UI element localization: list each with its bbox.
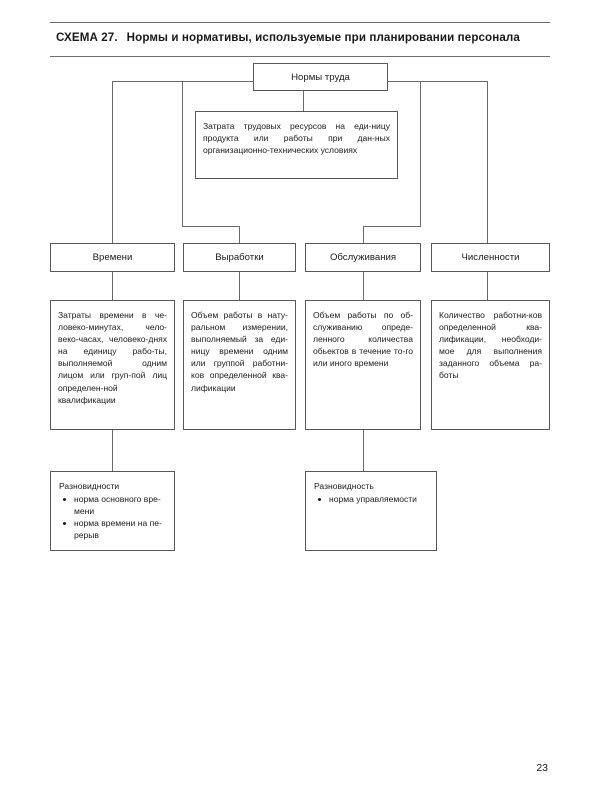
connector-category-to-detail-col1 — [112, 272, 113, 300]
node-category-vyrabotki: Выработки — [183, 243, 296, 272]
node-variants-list: норма основного вре-мени норма времени н… — [59, 493, 167, 541]
page-title-text: Нормы и нормативы, используемые при план… — [126, 31, 520, 44]
node-detail-chislennosti: Количество работни-ков определенной ква-… — [431, 300, 550, 430]
node-category-vremeni: Времени — [50, 243, 175, 272]
node-detail-text: Затраты времени в че-ловеко-минутах, чел… — [58, 310, 167, 405]
node-variants-list: норма управляемости — [314, 493, 429, 505]
connector-drop-col2-upper — [182, 81, 183, 227]
connector-drop-col3-upper — [420, 81, 421, 227]
connector-category-to-detail-col2 — [239, 272, 240, 300]
connector-drop-col3-lower — [363, 226, 364, 243]
list-item: норма основного вре-мени — [59, 493, 167, 517]
node-category-label: Выработки — [215, 252, 264, 263]
title-rule-bottom — [50, 56, 550, 57]
node-root-label: Нормы труда — [291, 71, 350, 83]
connector-drop-col4 — [487, 81, 488, 243]
connector-bus-right — [387, 81, 488, 82]
node-variants-obsluzhivaniya: Разновидность норма управляемости — [305, 471, 437, 551]
page-number: 23 — [536, 762, 548, 774]
connector-category-to-detail-col4 — [487, 272, 488, 300]
connector-root-to-definition — [303, 91, 304, 111]
node-detail-text: Объем работы по об-служиванию опреде-лен… — [313, 310, 413, 369]
node-variants-heading: Разновидности — [59, 481, 120, 491]
connector-drop-col2-lower — [239, 226, 240, 243]
node-category-label: Обслуживания — [329, 252, 397, 263]
connector-category-to-detail-col3 — [363, 272, 364, 300]
node-definition: Затрата трудовых ресурсов на еди-ницу пр… — [195, 111, 398, 179]
node-detail-text: Количество работни-ков определенной ква-… — [439, 310, 542, 381]
node-detail-vyrabotki: Объем работы в нату-ральном измерении, в… — [183, 300, 296, 430]
page-title: СХЕМА 27. Нормы и нормативы, используемые… — [56, 31, 520, 44]
node-category-label: Времени — [92, 252, 133, 263]
node-detail-obsluzhivaniya: Объем работы по об-служиванию опреде-лен… — [305, 300, 421, 430]
list-item: норма времени на пе-рерыв — [59, 517, 167, 541]
connector-detail-to-variants-col3 — [363, 430, 364, 471]
list-item: норма управляемости — [314, 493, 429, 505]
title-rule-top — [50, 22, 550, 23]
connector-bus-left — [112, 81, 254, 82]
node-category-chislennosti: Численности — [431, 243, 550, 272]
node-definition-text: Затрата трудовых ресурсов на еди-ницу пр… — [203, 121, 390, 156]
node-variants-vremeni: Разновидности норма основного вре-мени н… — [50, 471, 175, 551]
node-root: Нормы труда — [253, 63, 388, 91]
page-title-number: СХЕМА 27. — [56, 31, 118, 44]
node-category-obsluzhivaniya: Обслуживания — [305, 243, 421, 272]
node-category-label: Численности — [461, 252, 520, 263]
node-detail-vremeni: Затраты времени в че-ловеко-минутах, чел… — [50, 300, 175, 430]
connector-jog-col3 — [363, 226, 421, 227]
connector-detail-to-variants-col1 — [112, 430, 113, 471]
node-variants-heading: Разновидность — [314, 481, 374, 491]
node-detail-text: Объем работы в нату-ральном измерении, в… — [191, 310, 288, 393]
connector-jog-col2 — [182, 226, 240, 227]
connector-drop-col1 — [112, 81, 113, 243]
